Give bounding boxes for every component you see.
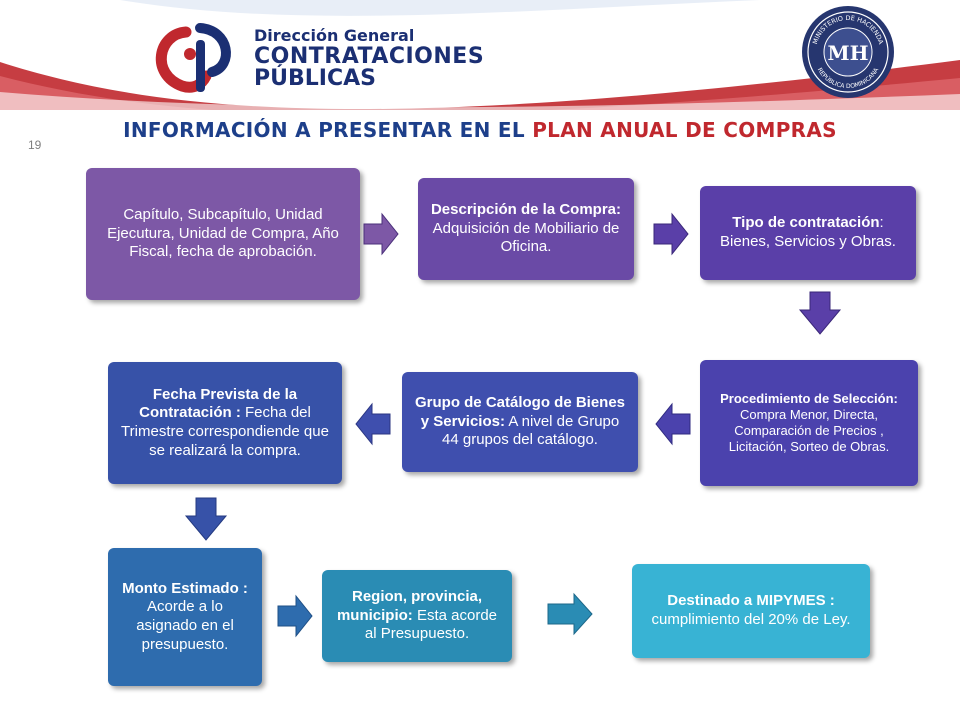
- dgcp-logo-icon: [155, 23, 231, 93]
- arrow-down-2-icon: [184, 497, 228, 541]
- step-6-text: Fecha del Trimestre correspondiende que …: [121, 404, 329, 459]
- step-3-box: Tipo de contratación: Bienes, Servicios …: [700, 186, 916, 280]
- arrow-left-1-icon: [655, 402, 691, 446]
- arrow-right-2-icon: [653, 212, 689, 256]
- logo-line-3: PÚBLICAS: [254, 66, 376, 91]
- seal-initials: MH: [827, 41, 868, 65]
- ministerio-seal-icon: MINISTERIO DE HACIENDA REPÚBLICA DOMINIC…: [802, 6, 894, 98]
- step-9-bold: Destinado a MIPYMES :: [667, 592, 835, 610]
- step-7-bold: Monto Estimado :: [122, 579, 248, 597]
- arrow-down-1-icon: [798, 291, 842, 335]
- arrow-right-4-icon: [547, 592, 593, 636]
- step-9-box: Destinado a MIPYMES : cumplimiento del 2…: [632, 564, 870, 658]
- step-3-text: : Bienes, Servicios y Obras.: [720, 214, 896, 250]
- header-banner: Dirección General CONTRATACIONES PÚBLICA…: [0, 0, 960, 110]
- arrow-right-3-icon: [277, 594, 313, 638]
- title-part-1: Información a presentar en el: [123, 118, 525, 142]
- step-3-bold: Tipo de contratación: [732, 214, 880, 232]
- arrow-right-1-icon: [363, 212, 399, 256]
- step-5-text: A nivel de Grupo 44 grupos del catálogo.: [442, 412, 620, 449]
- logo-line-1: Dirección General: [254, 26, 415, 45]
- step-8-box: Region, provincia, municipio: Esta acord…: [322, 570, 512, 662]
- step-6-bold: Fecha Prevista de la Contratación :: [139, 385, 298, 422]
- step-5-box: Grupo de Catálogo de Bienes y Servicios:…: [402, 372, 638, 472]
- step-9-text: cumplimiento del 20% de Ley.: [651, 611, 851, 628]
- step-1-text: Capítulo, Subcapítulo, Unidad Ejecutura,…: [107, 205, 339, 261]
- step-2-bold: Descripción de la Compra:: [430, 200, 622, 218]
- step-4-box: Procedimiento de Selección: Compra Menor…: [700, 360, 918, 486]
- step-4-bold: Procedimiento de Selección:: [720, 390, 898, 406]
- slide-title: Información a presentar en el Plan Anual…: [0, 118, 960, 142]
- step-1-box: Capítulo, Subcapítulo, Unidad Ejecutura,…: [86, 168, 360, 300]
- banner-swoosh: [0, 0, 960, 110]
- step-8-bold: Region, provincia, municipio:: [336, 587, 483, 624]
- slide-number: 19: [28, 138, 42, 152]
- title-part-2: Plan Anual de Compras: [532, 118, 837, 142]
- step-8-text: Esta acorde al Presupuesto.: [364, 606, 498, 643]
- step-5-bold: Grupo de Catálogo de Bienes y Servicios:: [414, 393, 626, 430]
- step-7-text: Acorde a lo asignado en el presupuesto.: [136, 598, 234, 653]
- step-4-text: Compra Menor, Directa, Comparación de Pr…: [728, 406, 890, 455]
- step-7-box: Monto Estimado : Acorde a lo asignado en…: [108, 548, 262, 686]
- arrow-left-2-icon: [355, 402, 391, 446]
- logo-line-2: CONTRATACIONES: [254, 44, 485, 69]
- step-6-box: Fecha Prevista de la Contratación : Fech…: [108, 362, 342, 484]
- step-2-box: Descripción de la Compra: Adquisición de…: [418, 178, 634, 280]
- step-2-text: Adquisición de Mobiliario de Oficina.: [432, 219, 620, 256]
